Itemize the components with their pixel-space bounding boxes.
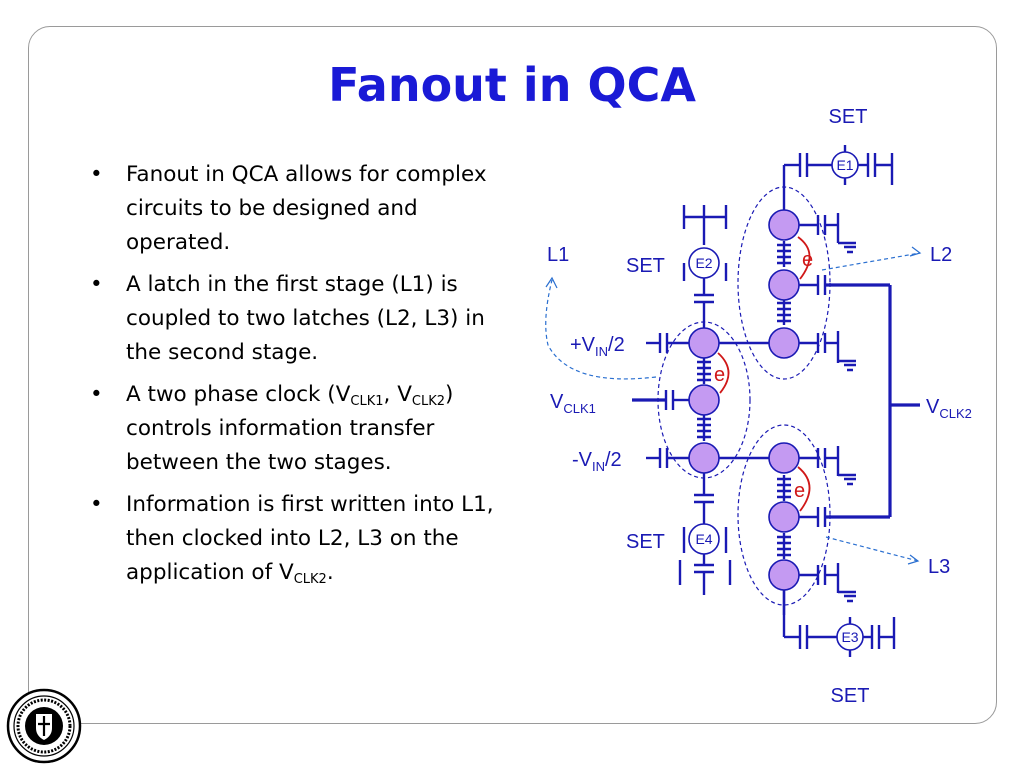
- set-label: E3: [841, 629, 858, 645]
- latch-l3-label: L3: [928, 556, 950, 578]
- electron-arrow: [717, 352, 730, 394]
- vclk2-label: VCLK2: [926, 396, 972, 421]
- qca-dot: [768, 327, 800, 359]
- electron-label: e: [794, 480, 805, 502]
- electron-label: e: [714, 364, 725, 386]
- gate-capacitor: [799, 331, 856, 372]
- bullet-item: A two phase clock (VCLK1, VCLK2) control…: [88, 378, 498, 480]
- slide-frame: [28, 26, 997, 724]
- set-e2-label: SET: [626, 255, 665, 277]
- l1-pointer: [545, 279, 657, 380]
- latch-l3-outline: [737, 424, 831, 606]
- set-label: E4: [695, 531, 712, 547]
- bullet-text: A two phase clock (V: [126, 382, 351, 407]
- qca-dot: [688, 327, 720, 359]
- qca-dot: [688, 384, 720, 416]
- electron-arrow: [797, 466, 811, 512]
- set-bottom-label: SET: [831, 685, 870, 707]
- bullet-text: .: [326, 560, 334, 585]
- bullet-list: Fanout in QCA allows for complex circuit…: [88, 158, 498, 598]
- set-transistor-e1: E1: [784, 145, 894, 185]
- bullet-text: A latch in the first stage (L1) is coupl…: [126, 272, 485, 365]
- qca-dot: [768, 501, 800, 533]
- gate-capacitor: [799, 563, 856, 603]
- vclk1-label: VCLK1: [550, 391, 596, 416]
- electron-label: e: [802, 249, 813, 271]
- university-seal-icon: [6, 688, 82, 764]
- vin-plus-capacitor: [646, 333, 689, 353]
- bullet-item: A latch in the first stage (L1) is coupl…: [88, 268, 498, 370]
- vin-minus-label: -VIN/2: [572, 449, 622, 474]
- set-label: E2: [695, 255, 712, 271]
- bullet-subscript: CLK1: [350, 394, 384, 409]
- gate-capacitor: [799, 446, 856, 486]
- latch-l1-label: L1: [547, 244, 569, 266]
- bullet-item: Fanout in QCA allows for complex circuit…: [88, 158, 498, 260]
- qca-dot: [768, 209, 800, 241]
- set-transistor-e4: E4: [678, 473, 732, 595]
- set-transistor-e3: E3: [782, 590, 896, 657]
- gate-capacitor: [799, 275, 890, 295]
- slide-title: Fanout in QCA: [328, 58, 696, 112]
- set-label: E1: [836, 157, 853, 173]
- tunnel-junctions: [697, 241, 791, 559]
- l3-pointer: [825, 536, 919, 562]
- vin-plus-label: +VIN/2: [570, 334, 625, 359]
- vin-minus-capacitor: [646, 448, 689, 468]
- latch-l2-outline: [737, 186, 831, 380]
- qca-dot: [768, 269, 800, 301]
- l2-pointer: [821, 252, 921, 271]
- bullet-subscript: CLK2: [293, 572, 327, 587]
- electron-arrow: [797, 236, 811, 280]
- qca-dot: [688, 442, 720, 474]
- bullet-text: Information is first written into L1, th…: [126, 492, 494, 585]
- set-top-label: SET: [829, 106, 868, 128]
- gate-capacitor: [799, 507, 890, 527]
- bullet-subscript: CLK2: [411, 394, 446, 409]
- vclk1-wire: [632, 390, 689, 410]
- bullet-item: Information is first written into L1, th…: [88, 488, 498, 590]
- set-e4-label: SET: [626, 531, 665, 553]
- bullet-text: , V: [383, 382, 412, 407]
- gate-capacitor: [799, 213, 856, 254]
- bullet-text: Fanout in QCA allows for complex circuit…: [126, 162, 487, 255]
- vclk2-bus: [888, 285, 920, 517]
- bullet-text: ) controls information transfer between …: [126, 382, 454, 475]
- set-transistor-e2: E2: [682, 205, 728, 329]
- qca-dot: [768, 559, 800, 591]
- latch-l2-label: L2: [930, 244, 952, 266]
- qca-dot: [768, 442, 800, 474]
- qca-fanout-diagram: E1 SET e L2: [545, 106, 972, 707]
